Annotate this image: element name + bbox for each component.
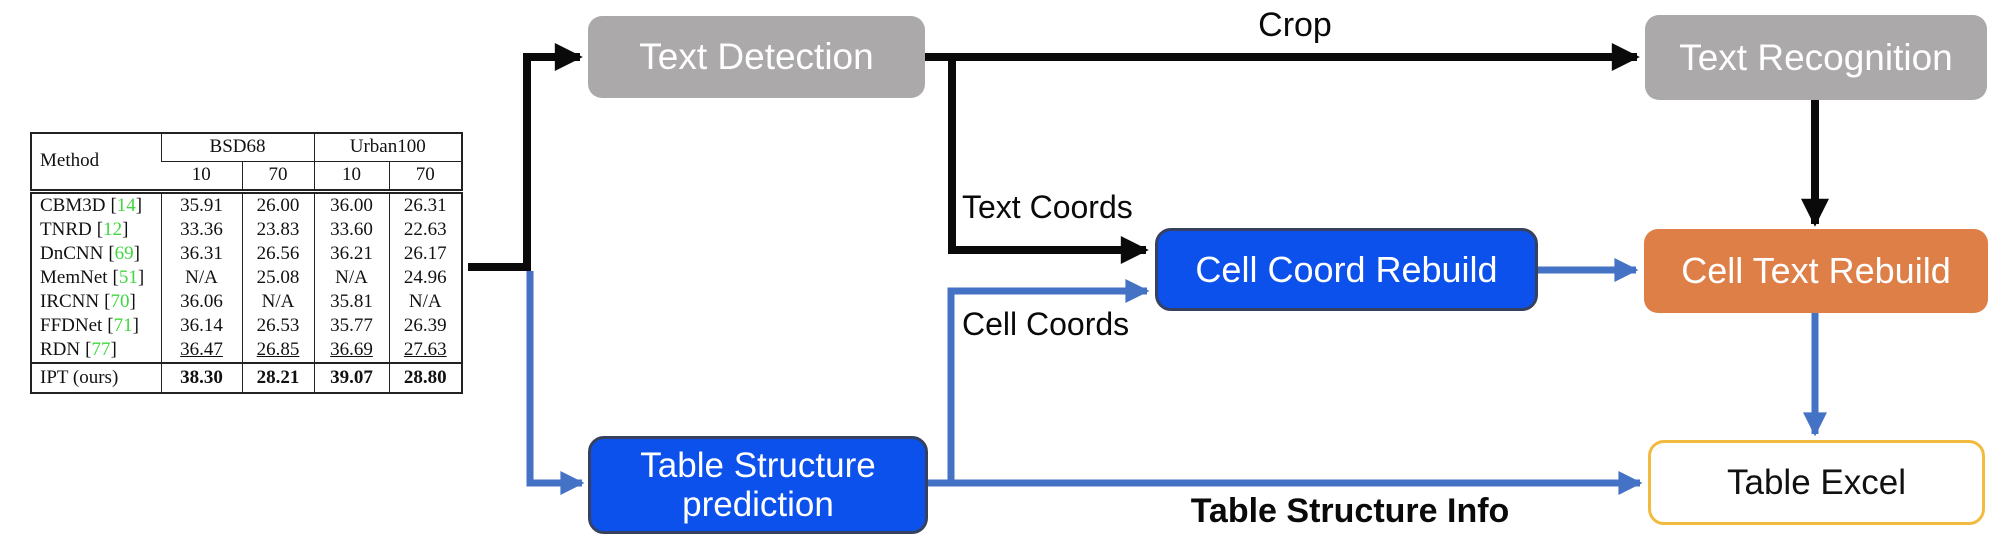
- table-row: DnCNN[69] 36.31 26.56 36.21 26.17: [31, 242, 462, 266]
- value-cell: 36.00: [313, 189, 389, 218]
- value-cell: 35.81: [313, 290, 389, 314]
- arrow-input-to-table-structure-prediction: [526, 271, 585, 495]
- table-header-row: Method BSD68 Urban100: [31, 133, 462, 171]
- method-cell: MemNet[51]: [40, 266, 145, 288]
- edge-label-table-structure-info: Table Structure Info: [1190, 492, 1510, 530]
- node-table-structure-prediction: Table Structure prediction: [588, 436, 928, 534]
- subheader-urban100-70: 70: [388, 161, 462, 192]
- method-cell: TNRD[12]: [40, 218, 129, 240]
- arrow-cell-coords-to-cell-coord-rebuild: [947, 279, 1150, 481]
- benchmark-table: Method BSD68 Urban100 10 70 10 70 CBM3D[…: [30, 132, 463, 394]
- table-row: RDN[77] 36.47 26.85 36.69 27.63: [31, 338, 462, 363]
- node-text-recognition: Text Recognition: [1645, 15, 1987, 100]
- value-cell: 28.80: [388, 362, 462, 393]
- node-text-detection: Text Detection: [588, 16, 925, 98]
- col-header-method: Method: [40, 150, 100, 172]
- table-row: MemNet[51] N/A 25.08 N/A 24.96: [31, 266, 462, 290]
- edge-label-text-coords: Text Coords: [962, 189, 1133, 225]
- method-cell: IRCNN[70]: [40, 290, 136, 312]
- value-cell: 26.53: [241, 314, 314, 338]
- arrow-text-coords-to-cell-coord-rebuild: [948, 61, 1149, 264]
- value-cell: 33.36: [160, 218, 242, 242]
- value-cell: 26.56: [241, 242, 314, 266]
- value-cell: 26.00: [241, 189, 314, 218]
- table-row: FFDNet[71] 36.14 26.53 35.77 26.39: [31, 314, 462, 338]
- edge-label-crop: Crop: [1258, 6, 1332, 44]
- value-cell: 36.47: [160, 338, 242, 363]
- value-cell: 39.07: [313, 362, 389, 393]
- subheader-bsd68-70: 70: [241, 161, 314, 192]
- method-cell: IPT (ours): [31, 362, 161, 393]
- node-table-excel: Table Excel: [1648, 440, 1985, 525]
- value-cell: 24.96: [388, 266, 462, 290]
- method-cell: RDN[77]: [40, 338, 117, 360]
- value-cell: 26.31: [388, 189, 462, 218]
- node-cell-text-rebuild: Cell Text Rebuild: [1644, 229, 1988, 313]
- input-table-figure: Method BSD68 Urban100 10 70 10 70 CBM3D[…: [30, 132, 463, 394]
- table-row: CBM3D[14] 35.91 26.00 36.00 26.31: [31, 189, 462, 218]
- node-cell-coord-rebuild: Cell Coord Rebuild: [1155, 228, 1538, 311]
- method-cell: FFDNet[71]: [40, 314, 139, 336]
- subheader-urban100-10: 10: [313, 161, 389, 192]
- value-cell: N/A: [388, 290, 462, 314]
- citation-ref: 14: [116, 194, 136, 216]
- citation-ref: 51: [118, 266, 138, 288]
- citation-ref: 70: [110, 290, 130, 312]
- value-cell: 22.63: [388, 218, 462, 242]
- table-subheader-row: 10 70 10 70: [31, 161, 462, 192]
- value-cell: 35.91: [160, 189, 242, 218]
- value-cell: 36.21: [313, 242, 389, 266]
- value-cell: 26.85: [241, 338, 314, 363]
- value-cell: 28.21: [241, 362, 314, 393]
- value-cell: 38.30: [160, 362, 242, 393]
- value-cell: 27.63: [388, 338, 462, 363]
- method-cell: CBM3D[14]: [31, 189, 161, 218]
- value-cell: 36.14: [160, 314, 242, 338]
- value-cell: 35.77: [313, 314, 389, 338]
- edge-label-cell-coords: Cell Coords: [962, 306, 1130, 342]
- table-row: IRCNN[70] 36.06 N/A 35.81 N/A: [31, 290, 462, 314]
- value-cell: N/A: [313, 266, 389, 290]
- citation-ref: 69: [114, 242, 134, 264]
- value-cell: 33.60: [313, 218, 389, 242]
- value-cell: 25.08: [241, 266, 314, 290]
- value-cell: 26.39: [388, 314, 462, 338]
- value-cell: 23.83: [241, 218, 314, 242]
- value-cell: N/A: [241, 290, 314, 314]
- value-cell: 26.17: [388, 242, 462, 266]
- col-header-urban100: Urban100: [313, 133, 462, 162]
- arrow-input-to-text-detection: [468, 43, 583, 271]
- value-cell: 36.69: [313, 338, 389, 363]
- citation-ref: 71: [113, 314, 133, 336]
- col-header-bsd68: BSD68: [160, 133, 314, 162]
- table-row-ipt: IPT (ours) 38.30 28.21 39.07 28.80: [31, 362, 462, 393]
- subheader-bsd68-10: 10: [191, 164, 211, 186]
- value-cell: N/A: [160, 266, 242, 290]
- citation-ref: 12: [103, 218, 123, 240]
- method-cell: DnCNN[69]: [40, 242, 140, 264]
- citation-ref: 77: [91, 338, 111, 360]
- value-cell: 36.31: [160, 242, 242, 266]
- table-row: TNRD[12] 33.36 23.83 33.60 22.63: [31, 218, 462, 242]
- value-cell: 36.06: [160, 290, 242, 314]
